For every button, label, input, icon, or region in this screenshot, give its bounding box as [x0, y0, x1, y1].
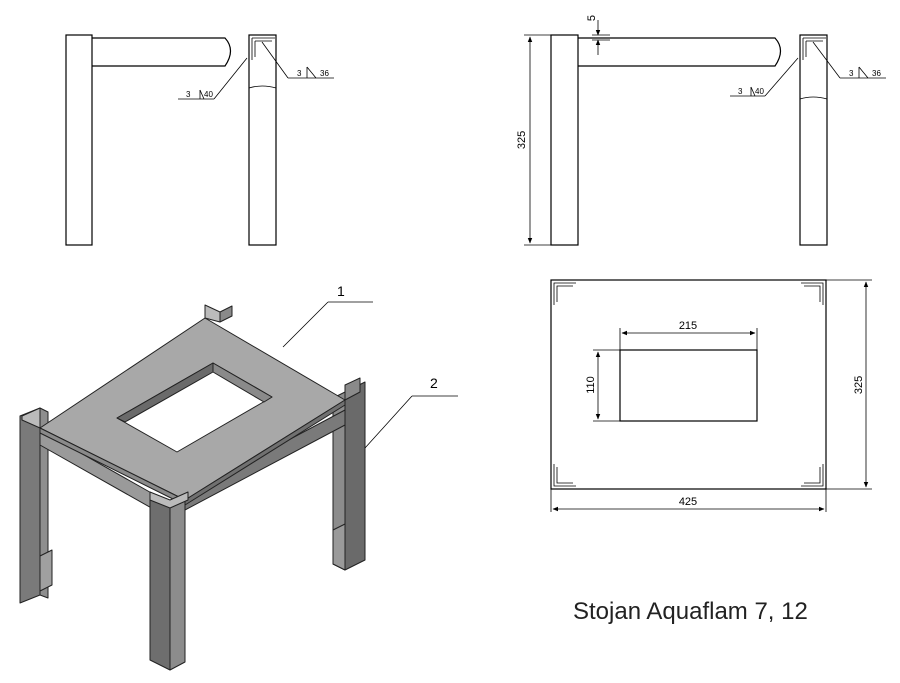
side-top-beam — [578, 37, 782, 67]
front-weld-symbol-b: 3 36 — [261, 41, 334, 79]
top-corner-bracket-bl — [553, 464, 576, 487]
top-opening-width-value: 215 — [679, 320, 697, 332]
top-width-value: 425 — [679, 496, 697, 508]
iso-corner-cap-right — [344, 377, 361, 401]
part-number-1: 1 — [337, 283, 345, 299]
front-leg-cut — [248, 85, 277, 89]
top-width-dimension: 425 — [550, 489, 827, 512]
side-weld-symbol-a: 3 40 — [730, 57, 799, 97]
side-corner-bracket-inner — [805, 40, 823, 57]
top-plate-outline — [550, 279, 827, 490]
drawing-title: Stojan Aquaflam 7, 12 — [573, 598, 808, 625]
top-view: 215 110 425 325 — [550, 279, 872, 512]
side-leg-cut — [799, 96, 828, 100]
front-weld-b-size: 3 — [297, 69, 302, 78]
part-callout-2: 2 — [364, 375, 458, 449]
iso-front-leg-left — [149, 495, 171, 671]
side-weld-a-size: 3 — [738, 87, 743, 96]
side-weld-symbol-b: 3 36 — [812, 41, 886, 79]
side-height-dimension: 325 — [516, 34, 551, 246]
front-corner-bracket — [251, 37, 275, 60]
front-weld-a-length: 40 — [204, 90, 213, 99]
top-depth-dimension: 325 — [826, 279, 872, 490]
iso-corner-cap-front — [149, 491, 189, 509]
side-right-leg — [799, 34, 828, 246]
part-number-2: 2 — [430, 375, 438, 391]
top-opening-width-dimension: 215 — [619, 320, 758, 350]
part-callout-1: 1 — [282, 283, 373, 348]
side-view: 325 5 3 40 3 36 — [516, 15, 886, 246]
top-corner-bracket-tr — [801, 282, 824, 305]
side-thickness-dimension: 5 — [586, 15, 610, 55]
top-corner-bracket-tl — [553, 282, 576, 305]
side-thickness-value: 5 — [586, 15, 598, 21]
top-opening-depth-dimension: 110 — [585, 349, 620, 422]
front-right-leg — [248, 34, 277, 246]
side-weld-a-length: 40 — [755, 87, 764, 96]
iso-left-leg-front — [39, 407, 49, 599]
side-height-value: 325 — [516, 131, 528, 149]
top-opening-depth-value: 110 — [585, 376, 597, 394]
iso-opening-wall-back — [212, 362, 273, 403]
iso-corner-cap-back-side — [219, 305, 233, 323]
iso-corner-cap-left — [21, 407, 41, 429]
side-corner-bracket — [802, 37, 826, 60]
front-weld-b-length: 36 — [320, 69, 329, 78]
iso-left-leg-side — [19, 407, 41, 604]
front-corner-bracket-inner — [254, 40, 272, 57]
iso-left-foot-bracket — [39, 549, 53, 592]
isometric-view — [19, 304, 366, 671]
iso-right-foot-bracket — [332, 523, 346, 571]
top-depth-value: 325 — [853, 376, 865, 394]
top-corner-bracket-br — [801, 464, 824, 487]
front-view: 3 40 3 36 — [65, 34, 334, 246]
front-weld-symbol-a: 3 40 — [178, 57, 248, 100]
side-weld-b-length: 36 — [872, 69, 881, 78]
iso-front-leg-right — [169, 496, 186, 671]
front-top-beam — [92, 37, 232, 67]
side-weld-b-size: 3 — [849, 69, 854, 78]
side-left-leg — [550, 34, 579, 246]
iso-right-leg — [344, 381, 366, 571]
top-center-opening — [619, 349, 758, 422]
front-left-leg — [65, 34, 93, 246]
front-weld-a-size: 3 — [186, 90, 191, 99]
